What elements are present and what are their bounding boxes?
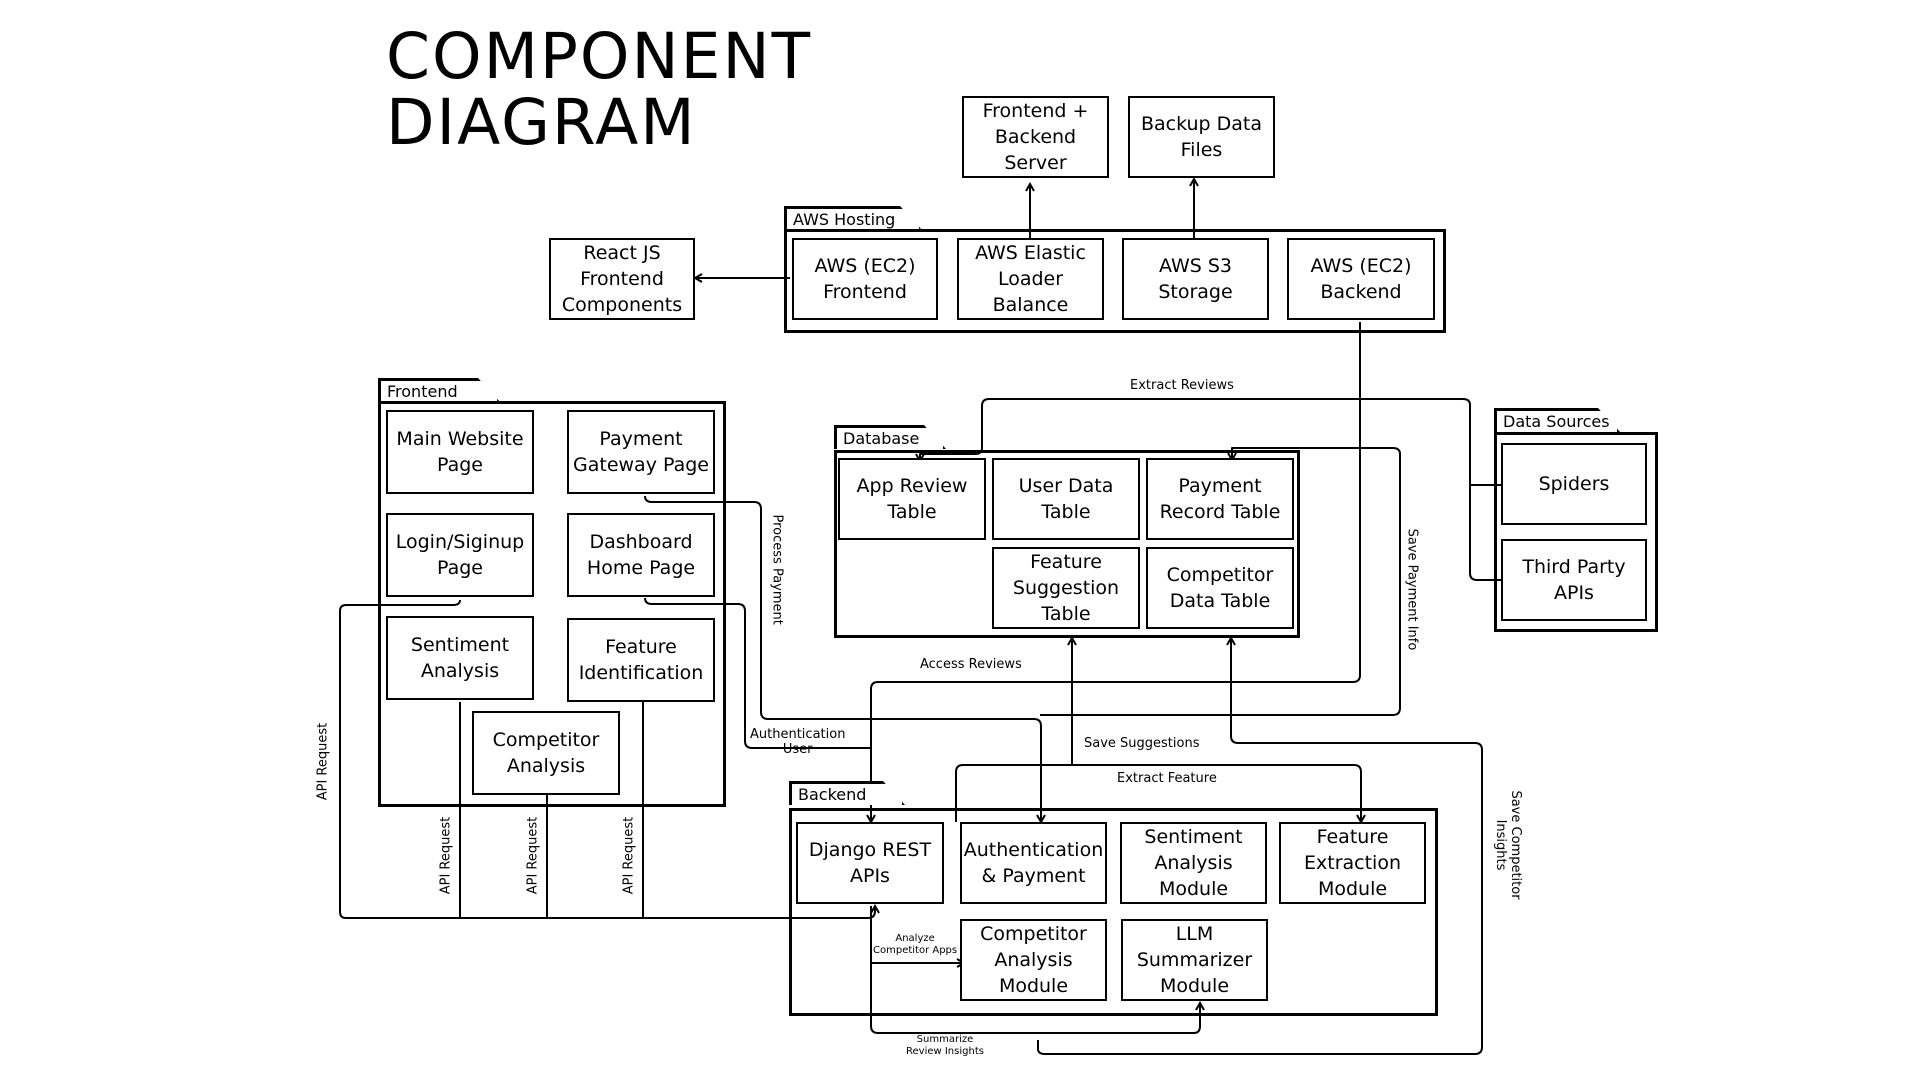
database-package-tab: Database xyxy=(834,425,946,449)
backend-package xyxy=(789,808,1438,1016)
aws-hosting-package-tab: AWS Hosting xyxy=(784,206,922,230)
authentication-payment-box: Authentication & Payment xyxy=(960,822,1107,904)
label-extract-reviews: Extract Reviews xyxy=(1130,378,1234,393)
payment-record-table-box: Payment Record Table xyxy=(1146,458,1294,540)
wire-extract-reviews xyxy=(920,398,1508,486)
label-save-suggestions: Save Suggestions xyxy=(1084,736,1200,751)
label-api-request-2: API Request xyxy=(438,816,454,895)
feature-extraction-module-box: Feature Extraction Module xyxy=(1279,822,1426,904)
competitor-analysis-module-box: Competitor Analysis Module xyxy=(960,919,1107,1001)
spiders-box: Spiders xyxy=(1501,443,1647,525)
sentiment-analysis-module-box: Sentiment Analysis Module xyxy=(1120,822,1267,904)
react-frontend-components-box: React JS Frontend Components xyxy=(549,238,695,320)
frontend-package-tab: Frontend xyxy=(378,378,500,402)
wire-process-payment xyxy=(644,495,1041,822)
competitor-analysis-box: Competitor Analysis xyxy=(472,711,620,795)
wire-save-suggestions xyxy=(1072,764,1361,822)
wire-third-party-join xyxy=(1469,485,1508,581)
backup-data-files-box: Backup Data Files xyxy=(1128,96,1275,178)
django-rest-apis-box: Django REST APIs xyxy=(796,822,944,904)
label-authentication-user: Authentication User xyxy=(750,727,846,757)
label-process-payment: Process Payment xyxy=(769,514,785,625)
label-analyze-competitor-apps: Analyze Competitor Apps xyxy=(873,933,958,956)
title-line-2: DIAGRAM xyxy=(386,86,697,159)
wire-extract-feature xyxy=(955,764,1072,822)
wire-access-reviews xyxy=(871,322,1361,822)
wire-save-competitor xyxy=(1037,638,1483,1055)
label-extract-feature: Extract Feature xyxy=(1117,771,1217,786)
dashboard-home-page-box: Dashboard Home Page xyxy=(567,513,715,597)
competitor-data-table-box: Competitor Data Table xyxy=(1146,547,1294,629)
llm-summarizer-module-box: LLM Summarizer Module xyxy=(1121,919,1268,1001)
aws-elastic-load-balancer-box: AWS Elastic Loader Balance xyxy=(957,238,1104,320)
payment-gateway-page-box: Payment Gateway Page xyxy=(567,410,715,494)
wire-summarize xyxy=(870,963,1200,1034)
app-review-table-box: App Review Table xyxy=(838,458,986,540)
page-title: COMPONENT DIAGRAM xyxy=(386,24,812,156)
label-summarize-review-insights: Summarize Review Insights xyxy=(906,1034,984,1057)
database-package xyxy=(834,450,1300,638)
user-data-table-box: User Data Table xyxy=(992,458,1140,540)
third-party-apis-box: Third Party APIs xyxy=(1501,539,1647,621)
main-website-page-box: Main Website Page xyxy=(386,410,534,494)
aws-ec2-frontend-box: AWS (EC2) Frontend xyxy=(792,238,938,320)
label-api-request-1: API Request xyxy=(315,722,331,801)
label-access-reviews: Access Reviews xyxy=(920,657,1022,672)
title-line-1: COMPONENT xyxy=(386,20,813,93)
backend-package-tab: Backend xyxy=(789,781,905,805)
aws-hosting-package xyxy=(784,229,1446,333)
label-save-competitor-insights: Save Competitor Insights xyxy=(1493,790,1523,900)
label-save-payment-info: Save Payment Info xyxy=(1404,528,1420,651)
label-api-request-3: API Request xyxy=(525,816,541,895)
feature-suggestion-table-box: Feature Suggestion Table xyxy=(992,547,1140,629)
wire-auth-user xyxy=(644,597,871,749)
aws-s3-storage-box: AWS S3 Storage xyxy=(1122,238,1269,320)
aws-ec2-backend-box: AWS (EC2) Backend xyxy=(1287,238,1435,320)
login-signup-page-box: Login/Siginup Page xyxy=(386,513,534,597)
wire-save-payment xyxy=(1040,447,1401,716)
data-sources-package xyxy=(1494,432,1658,632)
sentiment-analysis-box: Sentiment Analysis xyxy=(386,616,534,700)
label-api-request-4: API Request xyxy=(621,816,637,895)
frontend-package xyxy=(378,401,726,807)
frontend-backend-server-box: Frontend + Backend Server xyxy=(962,96,1109,178)
feature-identification-box: Feature Identification xyxy=(567,618,715,702)
data-sources-package-tab: Data Sources xyxy=(1494,408,1620,432)
